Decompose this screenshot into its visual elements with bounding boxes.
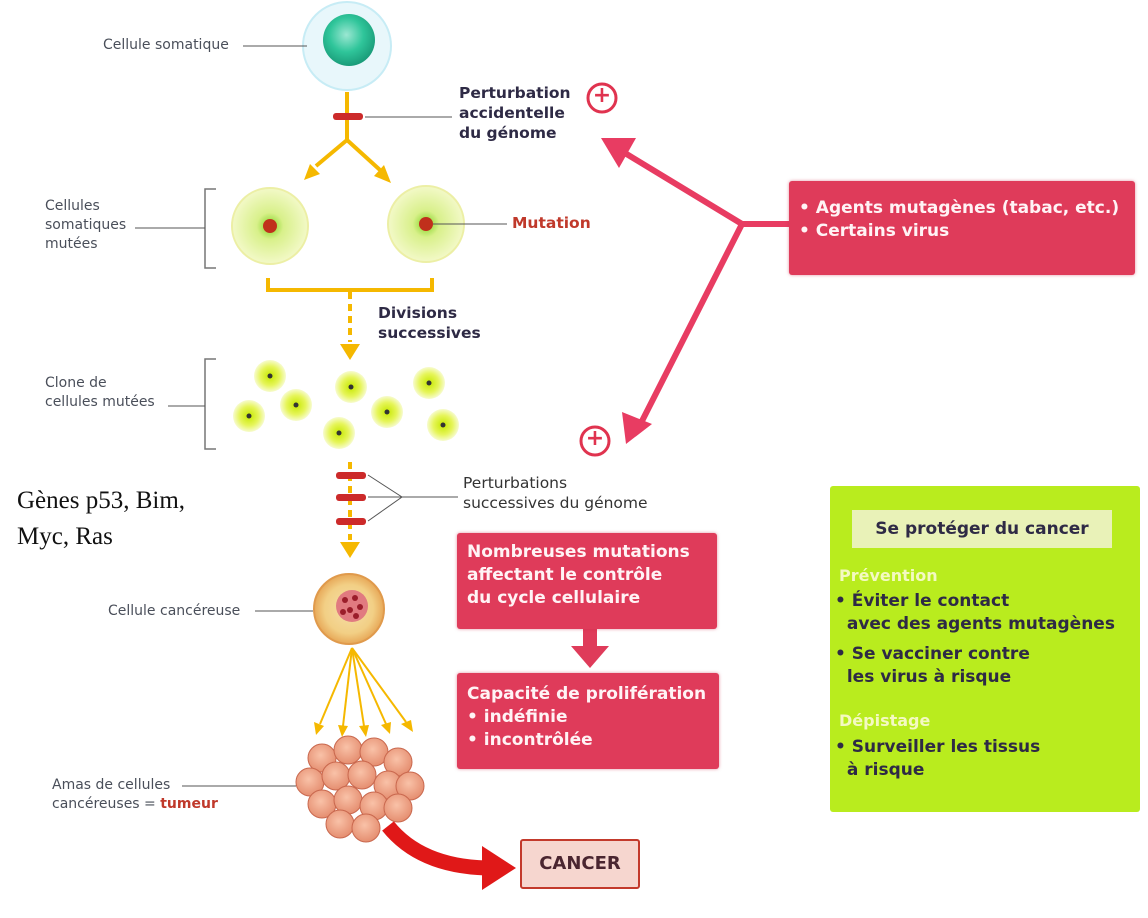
agents-box: • Agents mutagènes (tabac, etc.) • Certa… (789, 181, 1135, 275)
arrowhead (304, 164, 320, 180)
agents-item: • Agents mutagènes (tabac, etc.) (799, 198, 1120, 218)
arrowhead-up (601, 138, 636, 168)
mutations-box: Nombreuses mutations affectant le contrô… (457, 533, 717, 629)
protect-title: Se protéger du cancer (852, 510, 1112, 548)
proliferation-box: Capacité de prolifération • indéfinie • … (457, 673, 719, 769)
agents-arrows (617, 147, 793, 428)
plus-circle-icon (586, 82, 618, 114)
label-divisions: Divisions successives (378, 304, 481, 343)
fan-arrows (319, 647, 407, 727)
cancer-arrowhead (482, 846, 516, 890)
label-tumor-cluster: Amas de cellules cancéreuses = tumeur (52, 776, 218, 814)
tumor-cluster-icon (295, 735, 425, 843)
cancer-cell-icon (313, 573, 385, 645)
label-clone: Clone de cellules mutées (45, 375, 155, 410)
label-tumor-prefix: Amas de cellules cancéreuses = (52, 777, 171, 812)
label-tumor-word: tumeur (160, 795, 218, 812)
prevention-item: • Se vacciner contre les virus à risque (835, 644, 1030, 687)
protect-box: Se protéger du cancer Prévention • Évite… (830, 486, 1140, 812)
plus-circle-icon (579, 425, 611, 457)
label-mutation: Mutation (512, 214, 591, 232)
bracket-clone (204, 358, 216, 450)
fan-arrowheads (314, 720, 413, 737)
arrowhead-down (622, 412, 652, 444)
plus-symbol-2: + (585, 426, 605, 451)
agents-item: • Certains virus (799, 220, 950, 241)
mutated-cell-right-icon (387, 185, 465, 263)
proliferation-title: Capacité de prolifération (467, 684, 707, 704)
mutated-cell-left-icon (231, 187, 309, 265)
cancer-arrow (382, 821, 487, 876)
box-connector-shaft (583, 628, 597, 648)
proliferation-item: • incontrôlée (467, 729, 593, 750)
somatic-cell-icon (302, 1, 392, 91)
arrowhead (340, 344, 360, 360)
label-cancer-cell: Cellule cancéreuse (108, 603, 241, 619)
plus-symbol-1: + (592, 83, 612, 108)
label-somatic-cell: Cellule somatique (103, 37, 229, 53)
label-perturbations: Perturbations successives du génome (463, 474, 648, 513)
clone-cells-icon (233, 360, 459, 449)
label-perturbation: Perturbation accidentelle du génome (459, 84, 571, 143)
box-connector-arrowhead (571, 646, 609, 668)
cancer-label: CANCER (520, 839, 640, 889)
mutation-mark (333, 113, 363, 120)
successive-perturbation-arrow (336, 462, 458, 558)
prevention-heading: Prévention (839, 566, 938, 585)
division-bracket (266, 278, 434, 292)
prevention-item: • Éviter le contact avec des agents muta… (835, 591, 1115, 634)
proliferation-item: • indéfinie (467, 706, 568, 727)
genes-note: Gènes p53, Bim, Myc, Ras (17, 487, 186, 551)
screening-heading: Dépistage (839, 711, 931, 730)
screening-item: • Surveiller les tissus à risque (835, 737, 1041, 780)
bracket-mutated (204, 188, 216, 269)
arrowhead (374, 165, 391, 183)
label-mutated-cells: Cellules somatiques mutées (45, 198, 127, 252)
split-arrow-1 (314, 92, 382, 172)
